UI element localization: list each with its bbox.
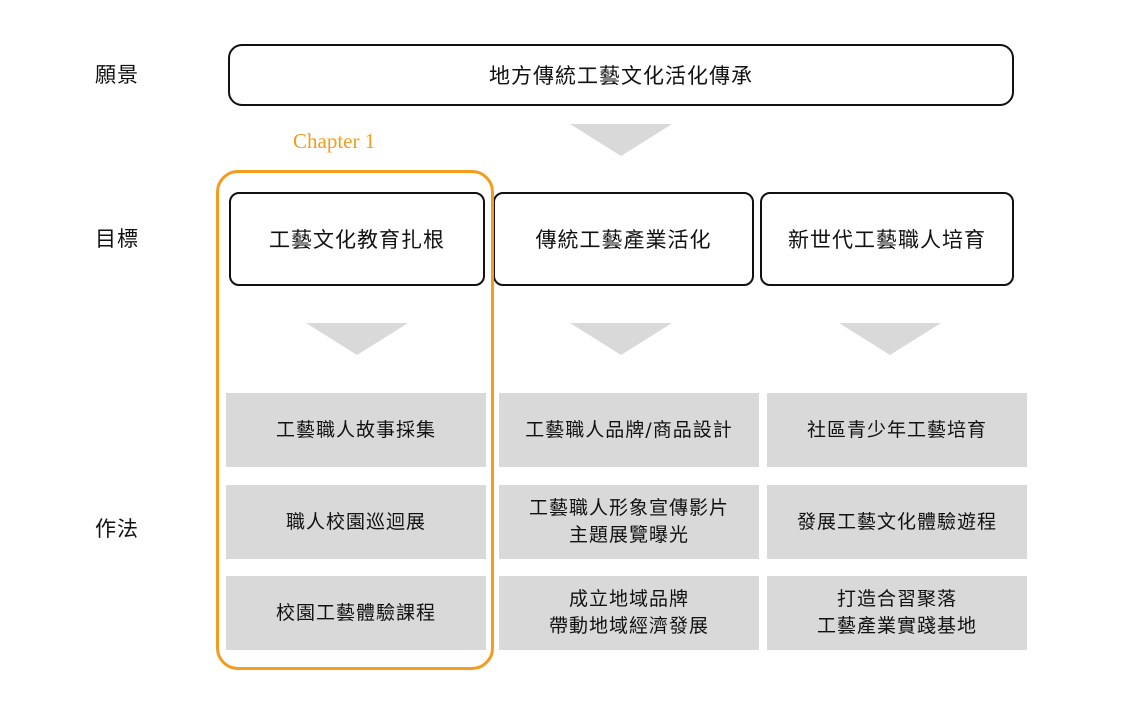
method-box: 工藝職人品牌/商品設計 bbox=[499, 393, 759, 467]
method-line: 工藝職人故事採集 bbox=[275, 418, 436, 441]
method-line: 發展工藝文化體驗遊程 bbox=[796, 510, 997, 533]
method-box: 成立地域品牌 帶動地域經濟發展 bbox=[499, 576, 759, 650]
method-line: 成立地域品牌 bbox=[568, 588, 689, 611]
arrow-down-icon bbox=[570, 124, 672, 156]
vision-box: 地方傳統工藝文化活化傳承 bbox=[228, 44, 1014, 106]
method-box: 工藝職人形象宣傳影片 主題展覽曝光 bbox=[499, 485, 759, 559]
method-line: 打造合習聚落 bbox=[836, 588, 957, 611]
arrow-down-icon bbox=[306, 323, 408, 355]
method-line: 工藝產業實踐基地 bbox=[816, 615, 977, 637]
method-box: 校園工藝體驗課程 bbox=[226, 576, 486, 650]
method-line: 工藝職人形象宣傳影片 bbox=[528, 497, 729, 520]
goal-box-2: 傳統工藝產業活化 bbox=[493, 192, 754, 286]
arrow-down-icon bbox=[570, 323, 672, 355]
method-box: 發展工藝文化體驗遊程 bbox=[767, 485, 1027, 559]
method-line: 職人校園巡迴展 bbox=[285, 510, 426, 533]
method-line: 社區青少年工藝培育 bbox=[806, 418, 987, 441]
goal-box-1: 工藝文化教育扎根 bbox=[229, 192, 485, 286]
method-box: 職人校園巡迴展 bbox=[226, 485, 486, 559]
goal-text: 新世代工藝職人培育 bbox=[788, 228, 986, 252]
goal-text: 工藝文化教育扎根 bbox=[269, 228, 445, 252]
row-label-vision: 願景 bbox=[95, 63, 139, 87]
method-box: 社區青少年工藝培育 bbox=[767, 393, 1027, 467]
vision-text: 地方傳統工藝文化活化傳承 bbox=[489, 64, 753, 88]
method-line: 帶動地域經濟發展 bbox=[548, 615, 709, 637]
method-line: 主題展覽曝光 bbox=[568, 524, 689, 546]
method-line: 校園工藝體驗課程 bbox=[275, 601, 436, 624]
row-label-goals: 目標 bbox=[95, 227, 139, 251]
method-box: 工藝職人故事採集 bbox=[226, 393, 486, 467]
chapter-label: Chapter 1 bbox=[293, 129, 376, 153]
row-label-methods: 作法 bbox=[95, 517, 139, 541]
method-box: 打造合習聚落 工藝產業實踐基地 bbox=[767, 576, 1027, 650]
goal-text: 傳統工藝產業活化 bbox=[535, 228, 712, 252]
method-line: 工藝職人品牌/商品設計 bbox=[525, 418, 733, 441]
goal-box-3: 新世代工藝職人培育 bbox=[760, 192, 1014, 286]
arrow-down-icon bbox=[839, 323, 941, 355]
